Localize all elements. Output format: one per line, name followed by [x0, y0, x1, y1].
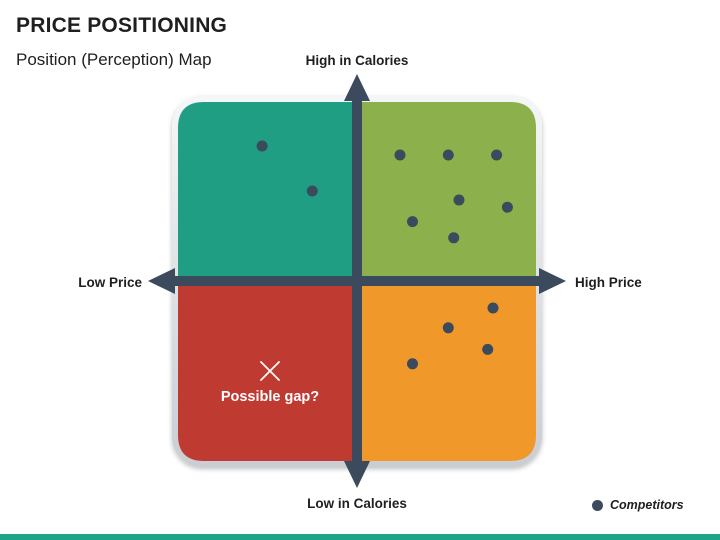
horizontal-axis [168, 276, 548, 286]
competitor-dot [256, 140, 268, 152]
competitor-dot [442, 149, 454, 161]
possible-gap-label: Possible gap? [220, 389, 320, 405]
competitor-dot [407, 216, 418, 228]
quadrant-low-price-low-calories [178, 286, 352, 461]
quadrant-high-price-high-calories [362, 102, 536, 276]
axis-label-left: Low Price [78, 275, 142, 290]
legend: Competitors [592, 498, 684, 512]
legend-label: Competitors [610, 498, 684, 512]
page-subtitle: Position (Perception) Map [16, 50, 212, 69]
competitor-dot [491, 149, 503, 161]
axis-arrow-up-icon [344, 74, 370, 101]
legend-dot-icon [592, 499, 603, 511]
competitor-dot [448, 232, 460, 244]
page-title: PRICE POSITIONING [16, 14, 228, 37]
x-mark-icon [260, 361, 280, 381]
axis-arrow-left-icon [148, 268, 175, 294]
competitor-dot [394, 149, 406, 161]
axis-label-right: High Price [575, 275, 642, 290]
axis-label-bottom: Low in Calories [307, 496, 407, 511]
axis-arrow-down-icon [344, 461, 370, 488]
competitor-dot [487, 302, 499, 314]
competitor-dot [442, 322, 454, 334]
competitor-dot [453, 194, 465, 206]
competitor-dot [306, 185, 318, 197]
quadrant-high-price-low-calories [362, 286, 536, 461]
competitor-dot [482, 343, 494, 355]
competitor-dot [407, 358, 418, 370]
quadrant-low-price-high-calories [178, 102, 352, 276]
axis-label-top: High in Calories [305, 53, 409, 68]
axis-arrow-right-icon [539, 268, 566, 294]
competitor-dot [501, 201, 513, 213]
competitor-points [256, 140, 513, 370]
footer-bar [0, 534, 720, 540]
